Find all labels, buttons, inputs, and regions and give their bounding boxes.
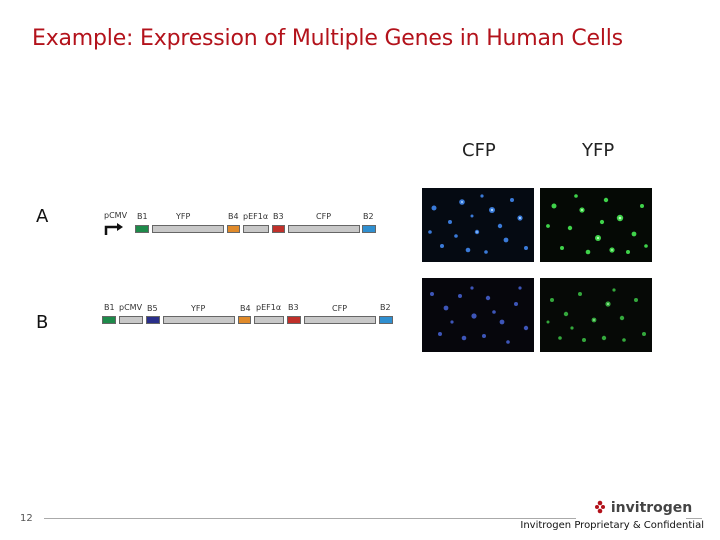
pef1a-label-a: pEF1α [243, 212, 269, 221]
row-label-a: A [36, 206, 49, 227]
b4-site-b [238, 316, 251, 324]
cfp-image-row-a [422, 188, 534, 262]
promoter-arrow-icon [104, 223, 123, 235]
b2-label-b: B2 [380, 303, 391, 312]
b1-label-a: B1 [137, 212, 148, 221]
b3-label-b: B3 [288, 303, 299, 312]
yfp-image-row-b [540, 278, 652, 352]
cfp-gene-label-a: CFP [316, 212, 332, 221]
b4-label-b: B4 [240, 304, 251, 313]
b3-site-a [272, 225, 285, 233]
invitrogen-logo: invitrogen [594, 500, 692, 516]
b5-label-b: B5 [147, 304, 158, 313]
yfp-gene-b [163, 316, 235, 324]
promoter-label-a: pCMV [104, 211, 128, 220]
invitrogen-logo-text: invitrogen [610, 500, 693, 516]
pef1a-label-b: pEF1α [256, 303, 282, 312]
yfp-image-row-a [540, 188, 652, 262]
yfp-gene-label-a: YFP [176, 212, 191, 221]
b4-label-a: B4 [228, 212, 239, 221]
row-label-b: B [36, 312, 49, 333]
slide-title: Example: Expression of Multiple Genes in… [32, 26, 623, 51]
b5-site-b [146, 316, 160, 324]
confidential-notice: Invitrogen Proprietary & Confidential [520, 520, 704, 531]
pcmv-promoter-b [119, 316, 143, 324]
cfp-column-header: CFP [462, 140, 496, 161]
yfp-gene-a [152, 225, 224, 233]
cfp-image-row-b [422, 278, 534, 352]
b2-label-a: B2 [363, 212, 374, 221]
yfp-gene-label-b: YFP [191, 304, 206, 313]
invitrogen-logo-icon [595, 500, 605, 514]
b4-site-a [227, 225, 240, 233]
yfp-column-header: YFP [582, 140, 615, 161]
promoter-label-b: pCMV [119, 303, 143, 312]
b1-site-a [135, 225, 149, 233]
b2-site-a [362, 225, 376, 233]
b1-site-b [102, 316, 116, 324]
slide-number: 12 [20, 513, 33, 524]
b3-site-b [287, 316, 301, 324]
cfp-gene-b [304, 316, 376, 324]
b1-label-b: B1 [104, 303, 115, 312]
b2-site-b [379, 316, 393, 324]
cfp-gene-label-b: CFP [332, 304, 348, 313]
b3-label-a: B3 [273, 212, 284, 221]
cfp-gene-a [288, 225, 360, 233]
footer-divider-right [686, 518, 702, 519]
pef1a-promoter-b [254, 316, 284, 324]
pef1a-promoter-a [243, 225, 269, 233]
footer-divider-left [44, 518, 576, 519]
